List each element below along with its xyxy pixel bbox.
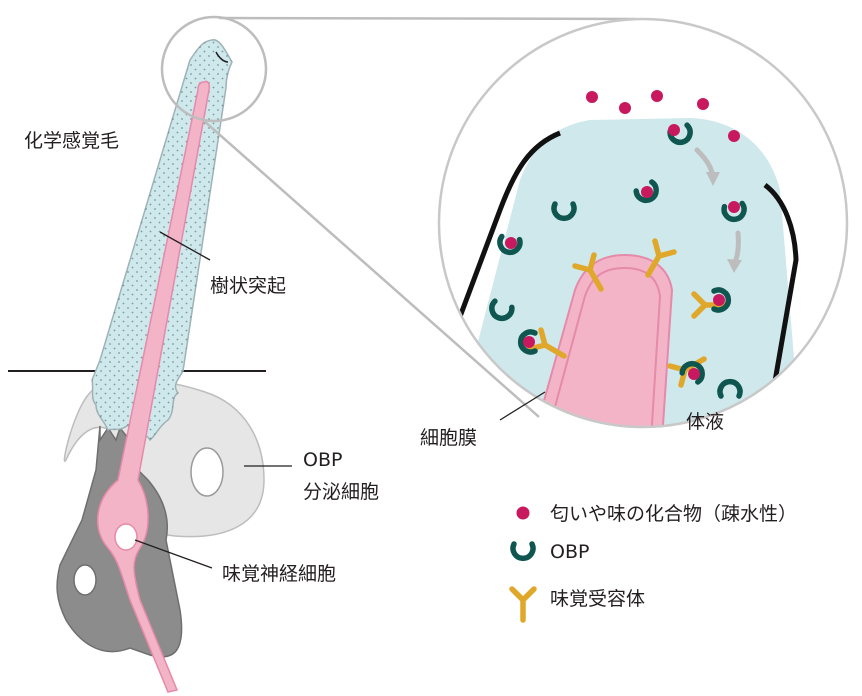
zoom-dendrite-inner-membrane	[545, 266, 662, 427]
zoom-dendrite	[531, 253, 674, 427]
movement-arrow-1-head	[706, 172, 720, 186]
label-obp-cell-line2: 分泌細胞	[303, 481, 379, 503]
label-taste-neuron: 味覚神経細胞	[222, 563, 336, 585]
label-dendrite: 樹状突起	[210, 275, 286, 297]
leader-cell-membrane	[499, 391, 546, 421]
legend-obp-label: OBP	[550, 541, 589, 563]
cuticle-wall-left	[452, 130, 561, 331]
legend: 匂いや味の化合物（疎水性） OBP 味覚受容体	[509, 503, 797, 623]
odorant-molecules	[505, 90, 740, 380]
legend-receptor-label: 味覚受容体	[550, 588, 645, 610]
legend-receptor-icon	[509, 586, 537, 623]
zoom-source-circle	[160, 15, 268, 123]
leader-dendrite	[159, 231, 211, 261]
movement-arrow-2-head	[727, 259, 742, 273]
cuticle-wall-right	[763, 183, 799, 411]
supporting-cell-nucleus	[73, 564, 97, 596]
obp-cell-nucleus	[190, 447, 224, 497]
legend-odorant-label: 匂いや味の化合物（疎水性）	[550, 503, 797, 525]
label-obp-cell-line1: OBP	[303, 449, 342, 471]
label-chemosensory-hair: 化学感覚毛	[24, 130, 119, 152]
label-body-fluid: 体液	[686, 411, 724, 433]
legend-obp-icon	[513, 544, 533, 558]
zoom-connector-top	[218, 16, 651, 21]
taste-neuron-nucleus	[114, 523, 138, 551]
legend-odorant-icon	[516, 506, 530, 520]
leader-taste-neuron	[134, 539, 213, 569]
hair-tip-pore	[215, 51, 229, 63]
zoom-content	[452, 90, 800, 427]
hair-lymph-dots	[92, 39, 232, 440]
zoom-connector-bottom	[202, 119, 540, 418]
label-cell-membrane: 細胞膜	[420, 427, 477, 449]
zoom-circle-border	[437, 17, 849, 429]
